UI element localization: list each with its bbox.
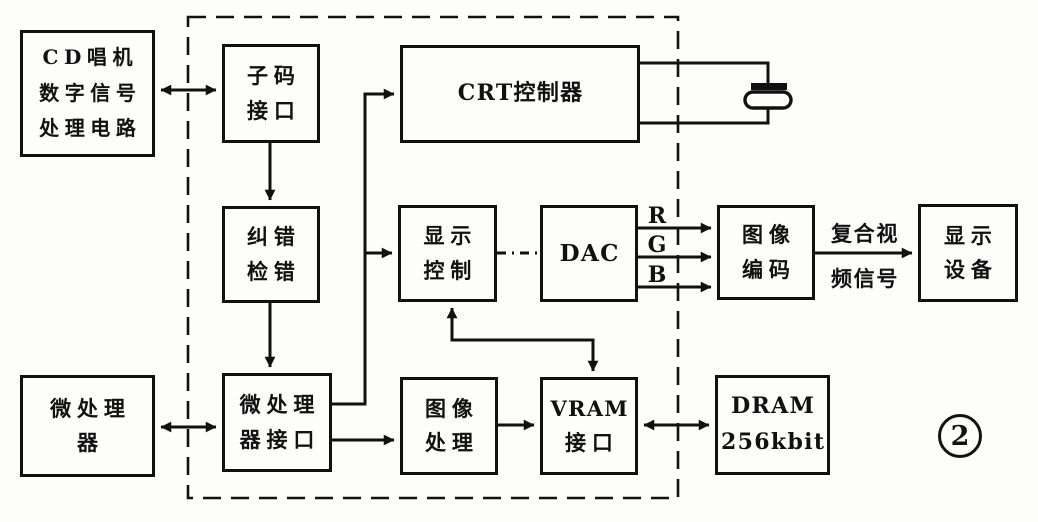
block-microprocessor-interface: 微处理 器接口 bbox=[222, 373, 332, 472]
block-label: 器 bbox=[76, 430, 104, 455]
block-label: 显示 bbox=[423, 223, 478, 249]
block-label: VRAM bbox=[550, 395, 629, 421]
block-label: 子码 bbox=[247, 63, 301, 89]
block-label: 微处理 bbox=[239, 392, 321, 418]
composite-video-label-bottom: 频信号 bbox=[830, 266, 900, 291]
crystal-oscillator-icon bbox=[743, 83, 793, 110]
block-label: DAC bbox=[559, 239, 620, 267]
block-label: 图像 bbox=[425, 395, 479, 421]
block-label: 数字信号 bbox=[39, 80, 142, 105]
block-label: DRAM bbox=[731, 393, 816, 420]
block-label: CD唱机 bbox=[42, 45, 139, 70]
block-error-correction: 纠错 检错 bbox=[222, 206, 320, 303]
block-cd-digital-signal-processor: CD唱机 数字信号 处理电路 bbox=[20, 30, 155, 157]
block-subcode-interface: 子码 接口 bbox=[222, 44, 320, 143]
composite-video-label-top: 复合视 bbox=[830, 221, 900, 246]
block-label: CRT控制器 bbox=[457, 80, 584, 107]
block-display-device: 显示 设备 bbox=[918, 204, 1018, 302]
signal-label-g: G bbox=[647, 232, 667, 258]
block-image-processing: 图像 处理 bbox=[400, 377, 498, 475]
block-label: 接口 bbox=[565, 430, 619, 455]
signal-label-b: B bbox=[647, 262, 667, 288]
wire-mpuif-crt bbox=[332, 88, 395, 406]
signal-label-r: R bbox=[647, 203, 667, 229]
block-image-encoder: 图像 编码 bbox=[717, 205, 815, 300]
block-label: 检错 bbox=[247, 258, 301, 284]
block-label: 接口 bbox=[247, 97, 301, 123]
block-label: 器接口 bbox=[239, 426, 321, 452]
block-label: 图像 bbox=[742, 222, 796, 248]
block-label: 处理电路 bbox=[39, 116, 142, 141]
block-label: 设备 bbox=[944, 257, 998, 282]
block-label: 纠错 bbox=[247, 224, 301, 250]
block-label: 显示 bbox=[944, 222, 998, 248]
block-label: 微处理 bbox=[50, 395, 131, 421]
block-vram-interface: VRAM 接口 bbox=[540, 377, 638, 475]
block-label: 编码 bbox=[742, 256, 796, 282]
figure-number-badge: 2 bbox=[938, 414, 982, 458]
wire-crt-crystal-bottom bbox=[640, 108, 770, 125]
block-dram: DRAM 256kbit bbox=[715, 375, 830, 475]
block-label: 处理 bbox=[425, 430, 479, 455]
wire-dispctrl-vramif bbox=[446, 307, 599, 372]
block-label: 256kbit bbox=[721, 429, 826, 455]
block-dac: DAC bbox=[540, 205, 638, 302]
block-microprocessor: 微处理 器 bbox=[20, 375, 155, 477]
block-display-control: 显示 控制 bbox=[398, 205, 497, 302]
block-crt-controller: CRT控制器 bbox=[400, 45, 640, 143]
block-label: 控制 bbox=[423, 257, 478, 283]
figure-number: 2 bbox=[950, 420, 970, 452]
wire-crt-crystal-top bbox=[640, 61, 770, 84]
